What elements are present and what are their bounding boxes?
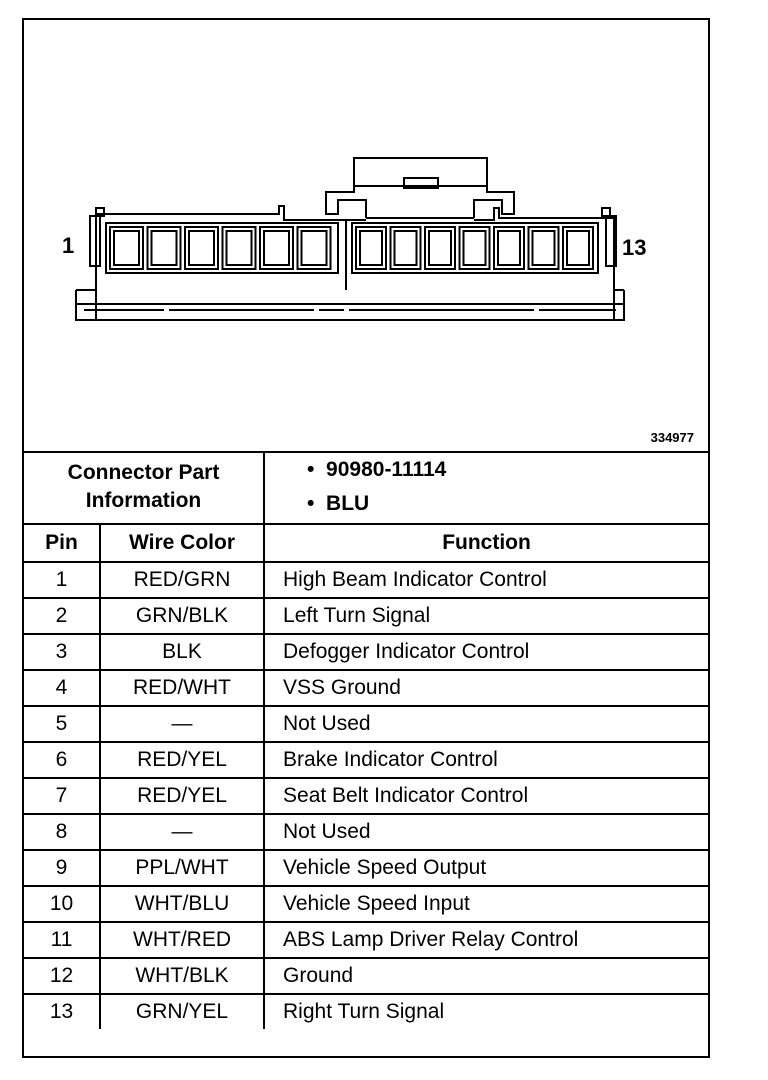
wire-color-cell: WHT/RED	[98, 921, 266, 959]
cavity-right-4	[458, 226, 491, 270]
pin-cell: 4	[24, 669, 101, 707]
connector-info-label: Connector Part Information	[24, 451, 266, 525]
function-cell: Seat Belt Indicator Control	[263, 777, 709, 815]
function-cell: Not Used	[263, 705, 709, 743]
function-cell: Defogger Indicator Control	[263, 633, 709, 671]
function-cell: Vehicle Speed Input	[263, 885, 709, 923]
cavity-right-2	[389, 226, 422, 270]
cavity-left-5-inner	[263, 230, 290, 266]
connector-info-row: Connector Part Information 90980-11114 B…	[24, 451, 709, 525]
figure-number: 334977	[650, 430, 694, 445]
cavity-left-2	[146, 226, 182, 270]
part-number: 90980-11114	[307, 453, 708, 487]
wire-color-cell: RED/YEL	[98, 777, 266, 815]
pin-cell: 13	[24, 993, 101, 1029]
pin-cell: 1	[24, 561, 101, 599]
function-cell: VSS Ground	[263, 669, 709, 707]
function-cell: Ground	[263, 957, 709, 995]
connector-color: BLU	[307, 487, 708, 521]
function-cell: Left Turn Signal	[263, 597, 709, 635]
function-cell: High Beam Indicator Control	[263, 561, 709, 599]
cavity-right-5	[493, 226, 525, 270]
cavity-left-2-inner	[150, 230, 178, 266]
wire-color-cell: —	[98, 705, 266, 743]
wire-color-cell: —	[98, 813, 266, 851]
wire-color-cell: PPL/WHT	[98, 849, 266, 887]
pin-cell: 5	[24, 705, 101, 743]
cavity-left-6-inner	[300, 230, 328, 266]
cavity-right-5-inner	[497, 230, 521, 266]
wire-color-cell: RED/WHT	[98, 669, 266, 707]
cavity-left-3	[184, 226, 219, 270]
cavity-right-3	[424, 226, 456, 270]
cavity-right-2-inner	[393, 230, 418, 266]
pin-cell: 2	[24, 597, 101, 635]
pin-cell: 11	[24, 921, 101, 959]
cavity-right-3-inner	[428, 230, 452, 266]
pin-cell: 7	[24, 777, 101, 815]
pin-1-label: 1	[62, 233, 75, 258]
cavity-right-1	[355, 226, 387, 270]
connector-sheet: 1 13 334977 Connector Part Information 9…	[22, 18, 710, 1058]
wire-color-cell: WHT/BLK	[98, 957, 266, 995]
function-cell: Vehicle Speed Output	[263, 849, 709, 887]
cavity-right-1-inner	[359, 230, 383, 266]
cavity-left-3-inner	[188, 230, 215, 266]
cavity-left-6	[296, 226, 332, 270]
cavity-right-6	[527, 226, 560, 270]
pin-cell: 9	[24, 849, 101, 887]
cavity-left-4	[221, 226, 257, 270]
table-row: 5—Not Used	[24, 705, 709, 743]
wire-color-cell: WHT/BLU	[98, 885, 266, 923]
pin-cell: 12	[24, 957, 101, 995]
cavity-left-1	[109, 226, 144, 270]
connector-info-values: 90980-11114 BLU	[263, 451, 709, 525]
cavity-right-6-inner	[531, 230, 556, 266]
function-cell: Not Used	[263, 813, 709, 851]
function-cell: ABS Lamp Driver Relay Control	[263, 921, 709, 959]
pin-cell: 8	[24, 813, 101, 851]
cavity-right-7-inner	[566, 230, 590, 266]
function-cell: Right Turn Signal	[263, 993, 709, 1029]
header-row: Pin Wire Color Function	[24, 523, 709, 563]
wire-color-cell: RED/YEL	[98, 741, 266, 779]
connector-diagram: 1 13 334977	[24, 20, 708, 453]
cavity-left-5	[259, 226, 294, 270]
wire-color-cell: GRN/BLK	[98, 597, 266, 635]
header-wire-color: Wire Color	[98, 523, 266, 563]
wire-color-cell: RED/GRN	[98, 561, 266, 599]
connector-drawing	[75, 157, 625, 321]
cavity-right-7	[562, 226, 594, 270]
function-cell: Brake Indicator Control	[263, 741, 709, 779]
wire-color-cell: GRN/YEL	[98, 993, 266, 1029]
pin-13-label: 13	[622, 235, 647, 260]
table-row: 8—Not Used	[24, 813, 709, 851]
cavity-right-4-inner	[462, 230, 487, 266]
header-function: Function	[263, 523, 709, 563]
header-pin: Pin	[24, 523, 101, 563]
wire-color-cell: BLK	[98, 633, 266, 671]
pin-cell: 10	[24, 885, 101, 923]
pin-cell: 3	[24, 633, 101, 671]
cavity-left-4-inner	[225, 230, 253, 266]
pin-cell: 6	[24, 741, 101, 779]
pinout-table: Connector Part Information 90980-11114 B…	[24, 451, 709, 1029]
cavity-left-1-inner	[113, 230, 140, 266]
